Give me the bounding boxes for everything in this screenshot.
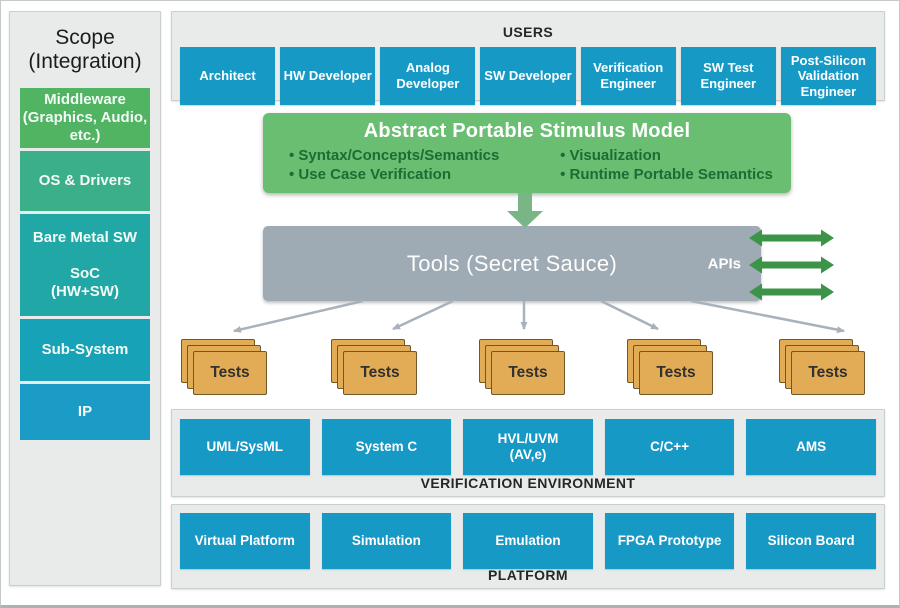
bullet-item: Use Case Verification xyxy=(289,165,560,184)
users-row: Architect HW Developer Analog Developer … xyxy=(180,47,876,105)
api-arrow xyxy=(749,256,834,274)
stimulus-model-title: Abstract Portable Stimulus Model xyxy=(363,120,691,142)
sidebar-item-bare-metal-soc: Bare Metal SW SoC (HW+SW) xyxy=(20,214,150,316)
user-box-hw-developer: HW Developer xyxy=(280,47,376,105)
sidebar-item-label: Sub-System xyxy=(41,341,129,359)
platform-box-label: Silicon Board xyxy=(767,532,855,548)
tools-label: Tools (Secret Sauce) xyxy=(406,250,618,276)
bullet-item: Visualization xyxy=(560,146,791,165)
stimulus-bullet-lists: Syntax/Concepts/Semantics Use Case Verif… xyxy=(263,146,791,184)
tests-box: Tests xyxy=(491,351,565,395)
ve-box-label: C/C++ xyxy=(650,438,690,454)
user-box-sw-test-engineer: SW Test Engineer xyxy=(680,47,776,105)
ve-box-sublabel: (AV,e) xyxy=(509,447,547,462)
stimulus-to-tools-arrow xyxy=(507,193,543,228)
scope-title: Scope (Integration) xyxy=(28,26,142,73)
bullet-item: Runtime Portable Semantics xyxy=(560,165,791,184)
ve-box-label: System C xyxy=(355,438,418,454)
user-box-label: Architect xyxy=(199,68,256,84)
platform-box-emulation: Emulation xyxy=(463,513,593,569)
user-box-post-silicon-validation-engineer: Post-Silicon Validation Engineer xyxy=(780,47,876,105)
user-box-label: Verification Engineer xyxy=(593,60,664,91)
verification-row: UML/SysML System C HVL/UVM (AV,e) C/C++ … xyxy=(180,419,876,475)
scope-items: Middleware (Graphics, Audio, etc.) OS & … xyxy=(20,88,150,440)
users-title: USERS xyxy=(502,24,554,40)
ve-box-label: UML/SysML xyxy=(206,438,284,454)
tools-to-tests-arrow xyxy=(600,299,659,331)
sidebar-item-sublabel: SoC (HW+SW) xyxy=(51,265,119,300)
stimulus-bullets-left: Syntax/Concepts/Semantics Use Case Verif… xyxy=(289,146,560,184)
platform-box-simulation: Simulation xyxy=(321,513,452,569)
verification-environment-band: UML/SysML System C HVL/UVM (AV,e) C/C++ … xyxy=(171,409,885,497)
tools-to-tests-arrow xyxy=(690,299,845,334)
platform-row: Virtual Platform Simulation Emulation FP… xyxy=(180,513,876,569)
sidebar-item-label: IP xyxy=(77,403,93,421)
platform-box-label: Emulation xyxy=(495,532,561,548)
tests-stack: Tests xyxy=(627,339,715,397)
tools-box: Tools (Secret Sauce) APIs xyxy=(263,226,761,301)
verification-environment-title: VERIFICATION ENVIRONMENT xyxy=(420,475,636,491)
platform-title: PLATFORM xyxy=(488,567,568,583)
tests-stack: Tests xyxy=(779,339,867,397)
api-arrow xyxy=(749,283,834,301)
ve-box-label: AMS xyxy=(796,438,827,454)
user-box-label: SW Developer xyxy=(484,68,572,84)
tests-stack: Tests xyxy=(181,339,269,397)
sidebar-item-label: Middleware (Graphics, Audio, etc.) xyxy=(22,91,148,144)
user-box-analog-developer: Analog Developer xyxy=(380,47,476,105)
ve-box-hvl-uvm: HVL/UVM (AV,e) xyxy=(463,419,593,475)
user-box-label: Post-Silicon Validation Engineer xyxy=(790,52,866,99)
tests-stack: Tests xyxy=(331,339,419,397)
sidebar-item-os-drivers: OS & Drivers xyxy=(20,151,150,211)
stimulus-model-box: Abstract Portable Stimulus Model Syntax/… xyxy=(263,113,791,193)
platform-box-virtual-platform: Virtual Platform xyxy=(180,513,310,569)
scope-sidebar: Scope (Integration) Middleware (Graphics… xyxy=(9,11,161,586)
tests-box: Tests xyxy=(791,351,865,395)
platform-box-fpga-prototype: FPGA Prototype xyxy=(604,513,735,569)
platform-box-silicon-board: Silicon Board xyxy=(746,513,876,569)
sidebar-item-sub-system: Sub-System xyxy=(20,319,150,381)
platform-box-label: FPGA Prototype xyxy=(617,532,722,548)
ve-box-label: HVL/UVM xyxy=(497,430,559,446)
users-band: USERS Architect HW Developer Analog Deve… xyxy=(171,11,885,105)
tools-to-tests-arrow xyxy=(392,299,454,331)
sidebar-item-ip: IP xyxy=(20,384,150,440)
user-box-verification-engineer: Verification Engineer xyxy=(580,47,676,105)
tests-box: Tests xyxy=(343,351,417,395)
platform-box-label: Simulation xyxy=(351,532,421,548)
stimulus-bullets-right: Visualization Runtime Portable Semantics xyxy=(560,146,791,184)
tests-box: Tests xyxy=(639,351,713,395)
sidebar-item-middleware: Middleware (Graphics, Audio, etc.) xyxy=(20,88,150,148)
user-box-label: Analog Developer xyxy=(396,60,460,91)
user-box-architect: Architect xyxy=(180,47,276,105)
ve-box-uml-sysml: UML/SysML xyxy=(180,419,310,475)
api-arrow xyxy=(749,229,834,247)
platform-band: Virtual Platform Simulation Emulation FP… xyxy=(171,504,885,589)
ve-box-c-cpp: C/C++ xyxy=(604,419,735,475)
sidebar-item-label: OS & Drivers xyxy=(38,172,132,190)
apis-label: APIs xyxy=(707,255,741,272)
ve-box-ams: AMS xyxy=(746,419,876,475)
platform-box-label: Virtual Platform xyxy=(194,532,295,548)
tests-box: Tests xyxy=(193,351,267,395)
user-box-label: HW Developer xyxy=(283,68,372,84)
tests-stack: Tests xyxy=(479,339,567,397)
bullet-item: Syntax/Concepts/Semantics xyxy=(289,146,560,165)
tools-to-tests-arrow xyxy=(233,299,364,333)
ve-box-system-c: System C xyxy=(321,419,452,475)
user-box-sw-developer: SW Developer xyxy=(480,47,576,105)
sidebar-item-label: Bare Metal SW xyxy=(32,229,138,247)
user-box-label: SW Test Engineer xyxy=(700,60,757,91)
